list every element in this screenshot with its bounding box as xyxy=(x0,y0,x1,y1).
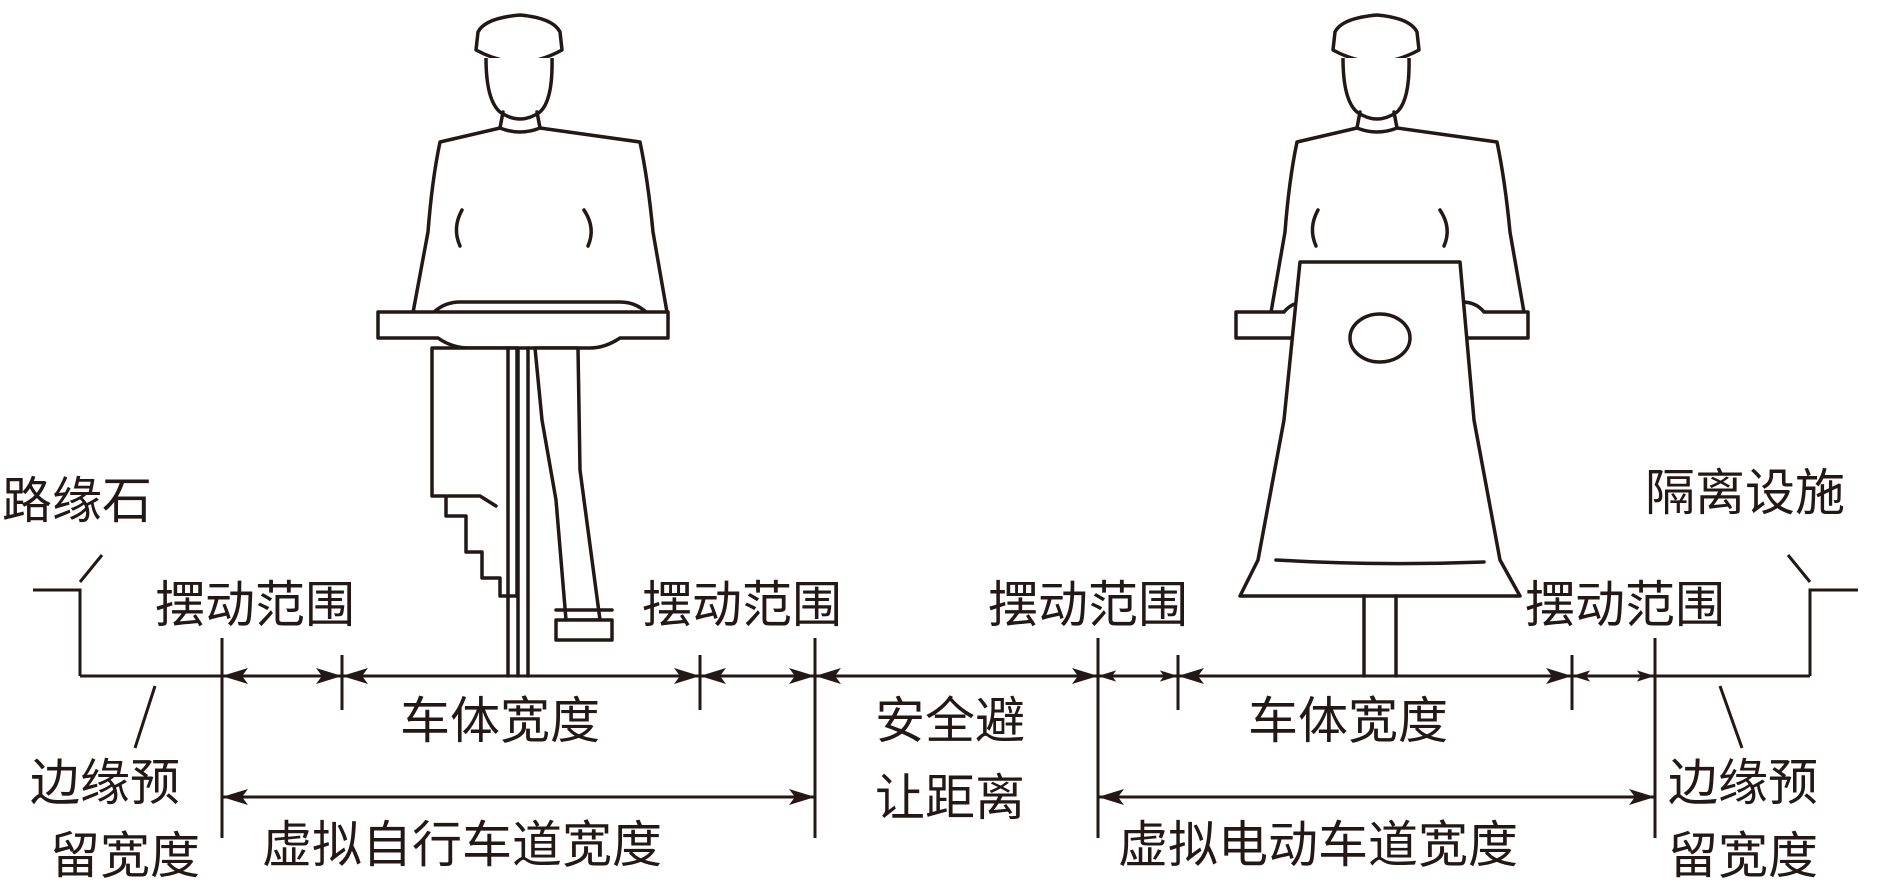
virtual-bicycle-lane-dimension xyxy=(222,789,815,805)
virtual-ebike-lane-dimension xyxy=(1098,789,1655,805)
swing-range-label-1: 摆动范围 xyxy=(155,576,355,634)
e-bike-rider-icon xyxy=(1234,13,1530,678)
safety-clearance-label-line1: 安全避 xyxy=(875,692,1025,750)
edge-reserve-right-label-line2: 留宽度 xyxy=(1668,827,1818,885)
edge-reserve-right-leader-line xyxy=(1718,685,1744,749)
swing-range-label-3: 摆动范围 xyxy=(988,576,1188,634)
edge-reserve-right-label-line1: 边缘预 xyxy=(1668,754,1818,812)
edge-reserve-left-leader-line xyxy=(133,685,157,749)
swing-range-label-4: 摆动范围 xyxy=(1525,576,1725,634)
bicycle-rider-icon xyxy=(376,13,670,678)
virtual-ebike-lane-width-label: 虚拟电动车道宽度 xyxy=(1118,816,1518,874)
dimension-ticks xyxy=(220,638,1657,838)
body-width-label-2: 车体宽度 xyxy=(1248,692,1448,750)
barrier-outline xyxy=(1808,588,1858,676)
curb-label: 路缘石 xyxy=(2,472,152,530)
edge-reserve-left-label-line2: 留宽度 xyxy=(50,827,200,885)
swing-range-label-2: 摆动范围 xyxy=(642,576,842,634)
curb-outline xyxy=(33,588,82,676)
virtual-bicycle-lane-width-label: 虚拟自行车道宽度 xyxy=(262,816,662,874)
body-width-label-1: 车体宽度 xyxy=(400,692,600,750)
isolation-facility-label: 隔离设施 xyxy=(1645,464,1845,522)
curb-leader-line xyxy=(78,554,104,583)
dimension-lines-top-row xyxy=(222,668,1655,684)
edge-reserve-left-label-line1: 边缘预 xyxy=(30,754,180,812)
safety-clearance-label-line2: 让距离 xyxy=(875,769,1025,827)
barrier-leader-line xyxy=(1786,554,1812,583)
